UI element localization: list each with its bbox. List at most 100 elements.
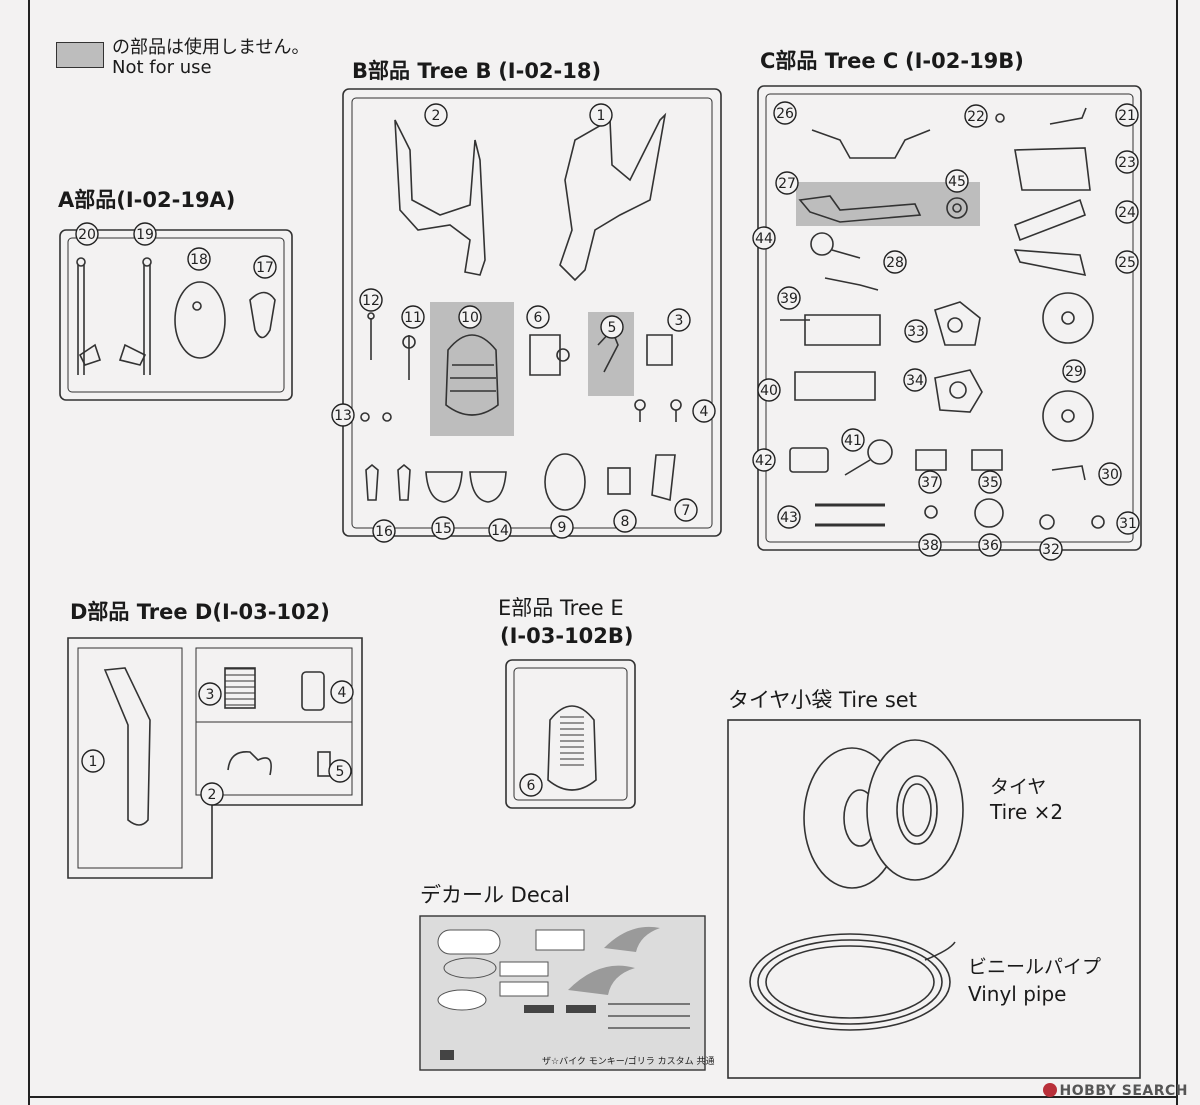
svg-text:19: 19 [136, 227, 154, 243]
tree-d-title: D部品 Tree D(I-03-102) [70, 596, 330, 626]
tree-c-title: C部品 Tree C (I-02-19B) [760, 45, 1024, 75]
part-number-a-18: 18 [187, 247, 211, 271]
part-number-c-22: 22 [964, 104, 988, 128]
part-number-c-33: 33 [904, 319, 928, 343]
part-number-c-39: 39 [777, 286, 801, 310]
tree-a-title-prefix: A部品 [58, 188, 117, 212]
watermark: HOBBY SEARCH [1042, 1083, 1188, 1099]
svg-text:33: 33 [907, 324, 925, 340]
part-number-b-2: 2 [424, 103, 448, 127]
tree-d-code: (I-03-102) [212, 600, 330, 624]
part-number-c-26: 26 [773, 101, 797, 125]
part-number-c-28: 28 [883, 250, 907, 274]
svg-text:36: 36 [981, 538, 999, 554]
svg-text:30: 30 [1101, 467, 1119, 483]
tree-a-frame [59, 229, 293, 401]
part-number-d-4: 4 [330, 680, 354, 704]
svg-text:29: 29 [1065, 364, 1083, 380]
svg-text:43: 43 [780, 510, 798, 526]
svg-text:14: 14 [491, 523, 509, 539]
tree-c-parts [780, 107, 1105, 530]
part-number-b-6: 6 [526, 305, 550, 329]
part-number-a-19: 19 [133, 222, 157, 246]
svg-text:1: 1 [597, 108, 606, 124]
svg-text:8: 8 [621, 514, 630, 530]
svg-text:3: 3 [675, 313, 684, 329]
svg-text:13: 13 [334, 408, 352, 424]
part-number-c-44: 44 [752, 226, 776, 250]
svg-text:32: 32 [1042, 542, 1060, 558]
part-number-c-27: 27 [775, 171, 799, 195]
svg-text:42: 42 [755, 453, 773, 469]
svg-text:2: 2 [432, 108, 441, 124]
page-frame [28, 0, 1178, 1105]
svg-text:40: 40 [760, 383, 778, 399]
part-number-b-3: 3 [667, 308, 691, 332]
watermark-text: HOBBY SEARCH [1059, 1083, 1188, 1099]
part-number-c-40: 40 [757, 378, 781, 402]
svg-text:35: 35 [981, 475, 999, 491]
tire-label-jp: タイヤ [990, 776, 1047, 798]
svg-text:25: 25 [1118, 255, 1136, 271]
part-number-b-11: 11 [401, 305, 425, 329]
part-number-b-12: 12 [359, 288, 383, 312]
svg-text:39: 39 [780, 291, 798, 307]
tree-b-code: (I-02-18) [498, 59, 602, 83]
vinyl-pipe-illustration [749, 933, 956, 1031]
svg-text:41: 41 [844, 433, 862, 449]
svg-text:16: 16 [375, 524, 393, 540]
part-number-c-42: 42 [752, 448, 776, 472]
svg-text:26: 26 [776, 106, 794, 122]
part-number-b-5: 5 [600, 315, 624, 339]
tire-label-en: Tire ×2 [990, 800, 1064, 824]
tree-b-title-prefix: B部品 Tree B [352, 59, 492, 83]
svg-text:3: 3 [206, 687, 215, 703]
decal-footer-text: ザ☆バイク モンキー/ゴリラ カスタム 共通 [542, 1057, 715, 1067]
svg-text:22: 22 [967, 109, 985, 125]
tree-c-title-prefix: C部品 Tree C [760, 49, 899, 73]
part-number-a-20: 20 [75, 222, 99, 246]
svg-text:4: 4 [338, 685, 347, 701]
legend-label-en: Not for use [112, 57, 212, 78]
svg-text:15: 15 [434, 521, 452, 537]
svg-text:44: 44 [755, 231, 773, 247]
part-number-b-8: 8 [613, 509, 637, 533]
tree-b-title: B部品 Tree B (I-02-18) [352, 55, 601, 85]
svg-text:21: 21 [1118, 108, 1136, 124]
svg-text:23: 23 [1118, 155, 1136, 171]
svg-text:20: 20 [78, 227, 96, 243]
part-number-d-2: 2 [200, 782, 224, 806]
tire-set-title: タイヤ小袋 Tire set [728, 688, 917, 712]
part-number-c-24: 24 [1115, 200, 1139, 224]
svg-text:1: 1 [89, 754, 98, 770]
part-number-c-31: 31 [1116, 511, 1140, 535]
tree-e-frame [505, 659, 636, 809]
part-number-c-38: 38 [918, 533, 942, 557]
part-number-c-21: 21 [1115, 103, 1139, 127]
part-number-d-3: 3 [198, 682, 222, 706]
svg-text:11: 11 [404, 310, 422, 326]
svg-text:5: 5 [608, 320, 617, 336]
svg-text:27: 27 [778, 176, 796, 192]
part-number-b-10: 10 [458, 305, 482, 329]
pipe-label-jp: ビニールパイプ [968, 956, 1102, 978]
part-number-e-6: 6 [519, 773, 543, 797]
part-number-c-45: 45 [945, 169, 969, 193]
part-number-b-14: 14 [488, 518, 512, 542]
bottom-rule [28, 1096, 1178, 1098]
svg-text:31: 31 [1119, 516, 1137, 532]
svg-text:17: 17 [256, 260, 274, 276]
tire-set-box [727, 719, 1141, 1079]
svg-text:10: 10 [461, 310, 479, 326]
part-number-c-32: 32 [1039, 537, 1063, 561]
svg-text:9: 9 [558, 520, 567, 536]
not-for-use-swatch [56, 42, 104, 68]
svg-text:6: 6 [534, 310, 543, 326]
part-number-c-25: 25 [1115, 250, 1139, 274]
part-number-b-4: 4 [692, 399, 716, 423]
tree-a-parts [76, 257, 276, 375]
part-number-b-16: 16 [372, 519, 396, 543]
part-number-c-34: 34 [903, 368, 927, 392]
part-number-b-9: 9 [550, 515, 574, 539]
part-number-c-35: 35 [978, 470, 1002, 494]
